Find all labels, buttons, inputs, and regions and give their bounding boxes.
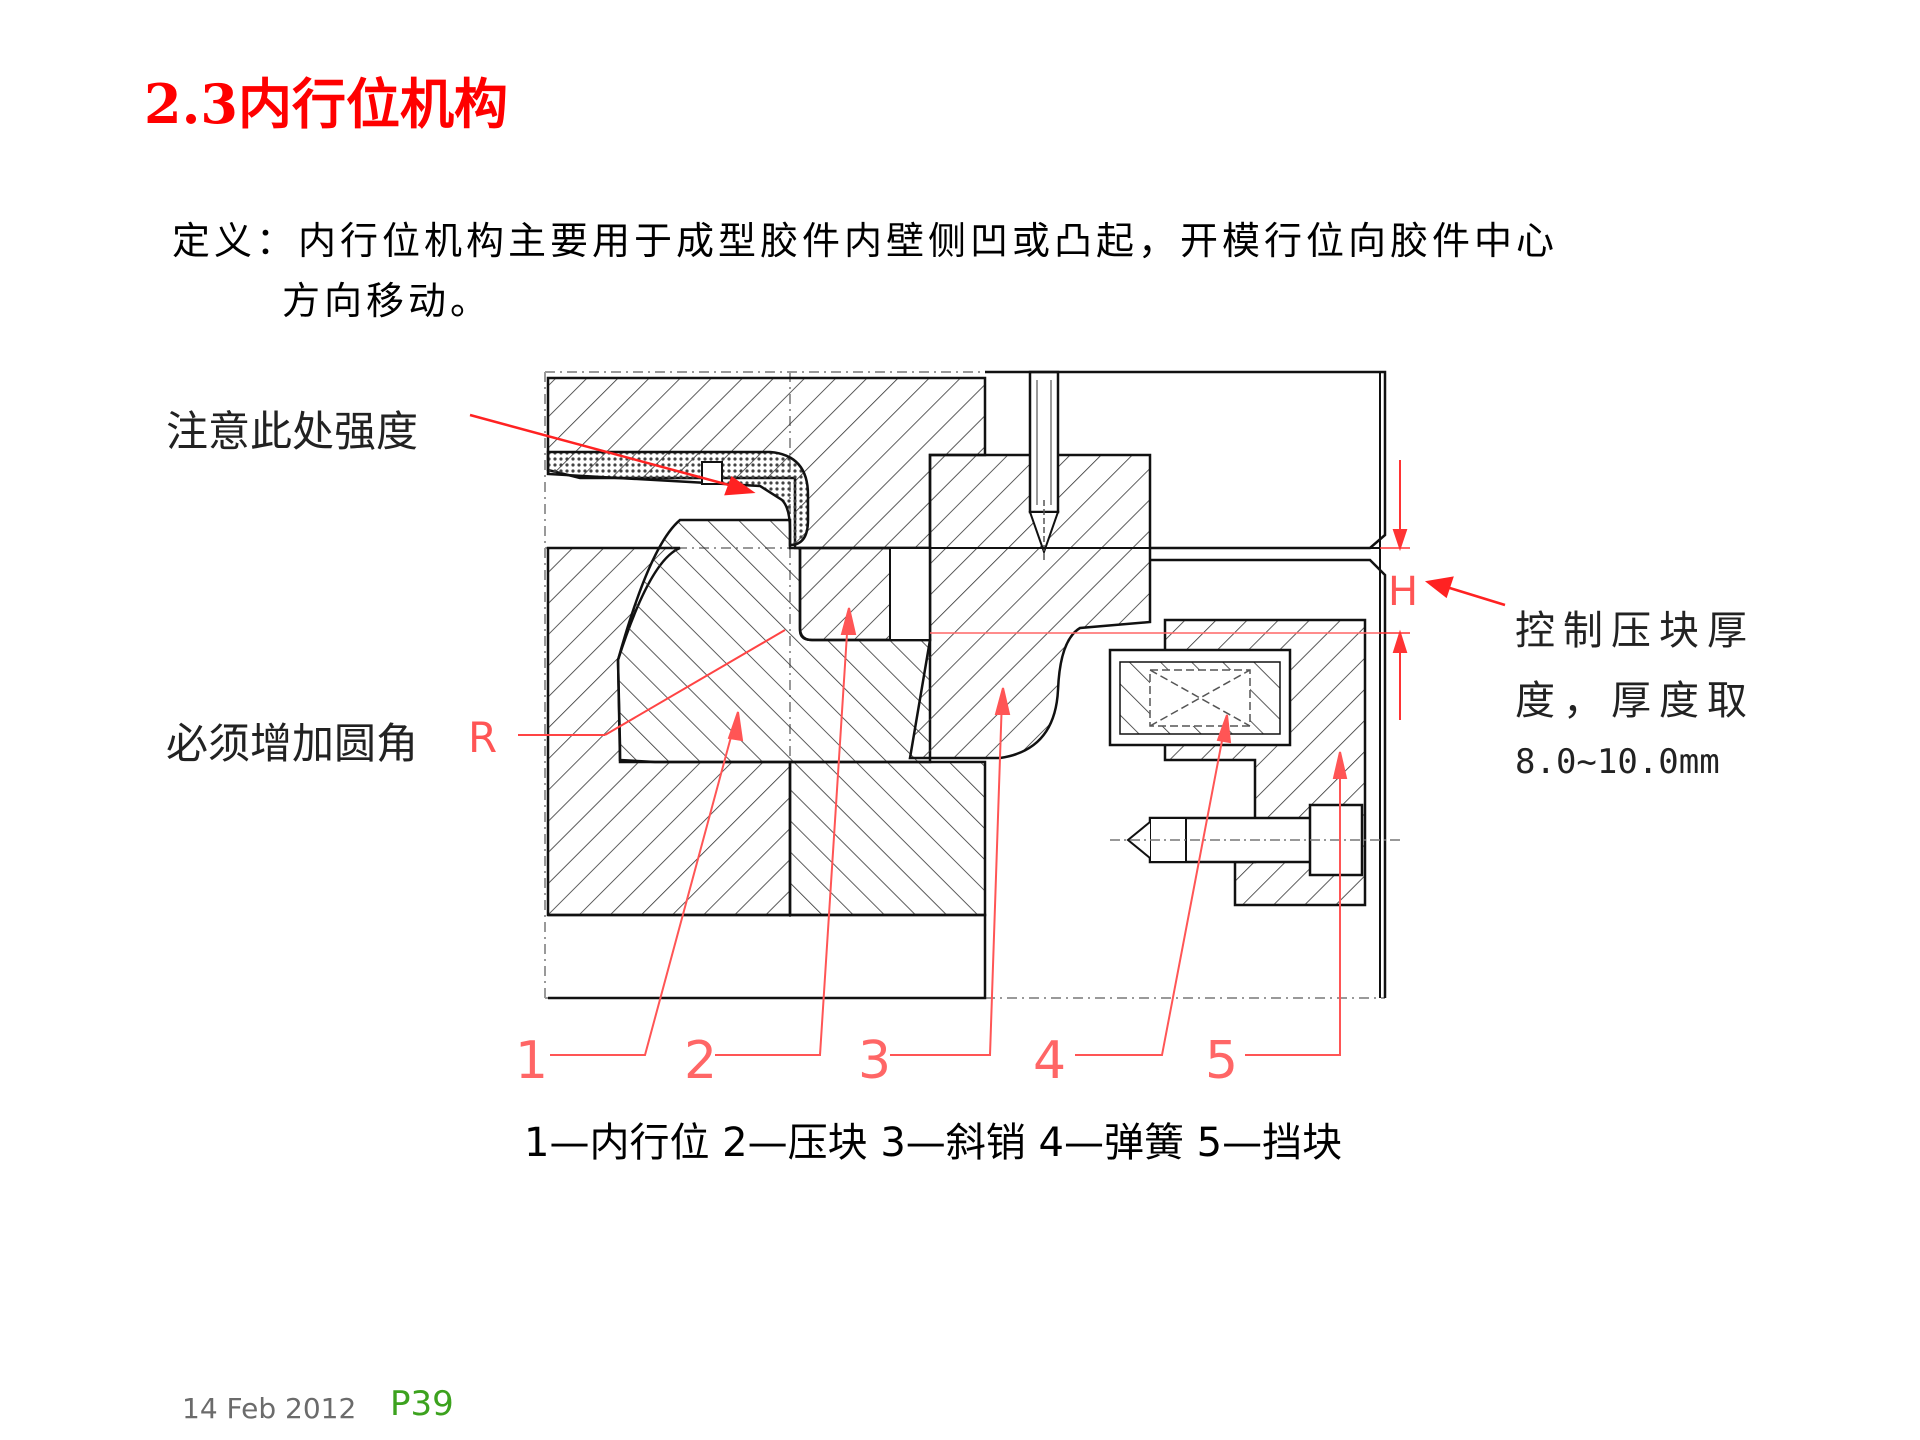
part-number-4: 4: [1033, 1031, 1066, 1091]
part-number-3: 3: [858, 1031, 891, 1091]
ejector-pin: [1028, 370, 1060, 560]
note-control-line1: 控制压块厚: [1515, 608, 1755, 654]
part-number-leaders: [550, 607, 1348, 1056]
control-thickness-arrow: [1424, 576, 1506, 607]
page-number: P39: [390, 1384, 454, 1424]
dimension-h-markers: [930, 460, 1410, 720]
spring-part-4: [1108, 648, 1292, 747]
fillet-leader: [518, 629, 786, 736]
definition-text-line1: 定义：内行位机构主要用于成型胶件内壁侧凹或凸起，开模行位向胶件中心: [172, 219, 1559, 263]
strength-note-arrow: [469, 413, 756, 496]
part-number-labels: 1 2 3 4 5: [515, 1031, 1238, 1091]
note-control-line3: 8.0~10.0mm: [1515, 742, 1720, 782]
moulded-part: [546, 450, 810, 547]
note-control-line2: 度，厚度取: [1515, 678, 1755, 724]
part-legend: 1—内行位 2—压块 3—斜销 4—弹簧 5—挡块: [524, 1120, 1343, 1166]
pressure-block-insert: [889, 547, 931, 641]
stop-block-screw: [1110, 803, 1400, 877]
footer-date: 14 Feb 2012: [182, 1392, 357, 1425]
lower-support-block: [788, 760, 987, 917]
part-number-2: 2: [684, 1031, 717, 1091]
note-fillet: 必须增加圆角: [166, 719, 419, 768]
definition-text-line2: 方向移动。: [282, 279, 493, 323]
part-number-5: 5: [1205, 1031, 1238, 1091]
fillet-label: R: [468, 713, 497, 762]
part-number-1: 1: [515, 1031, 548, 1091]
slide-title: 2.3内行位机构: [144, 72, 508, 136]
note-strength: 注意此处强度: [166, 407, 419, 456]
angle-pin-part-3: [908, 453, 1152, 760]
base-plate: [548, 913, 987, 1000]
dimension-h-label: H: [1388, 569, 1418, 615]
